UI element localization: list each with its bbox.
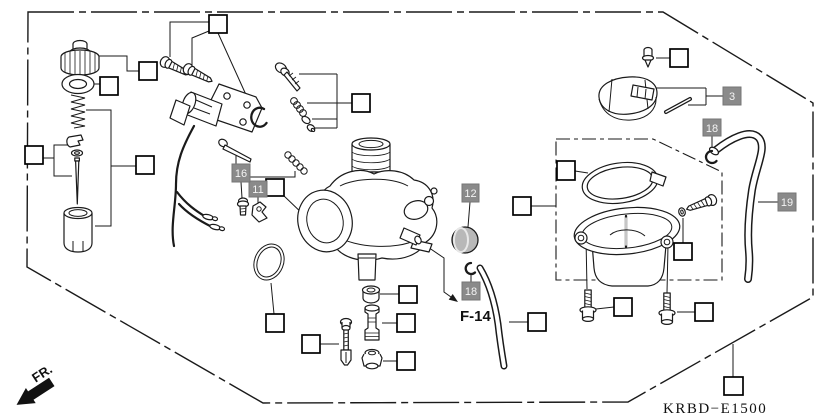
callout-box [398, 285, 418, 304]
callout-box-18b [702, 118, 722, 137]
callout-box-18 [461, 281, 481, 301]
callout-label-19: 19 [781, 197, 793, 209]
callout-label-12: 12 [464, 188, 476, 200]
callout-box [396, 351, 416, 371]
float-pin [664, 97, 692, 114]
float-chamber [573, 206, 681, 287]
callout-label-11: 11 [252, 184, 263, 196]
unnumbered-callouts [24, 14, 744, 396]
assembly-border [26, 11, 814, 404]
link-screw [236, 197, 250, 216]
valve-mount-screws [157, 54, 216, 87]
callout-label-16: 16 [235, 168, 247, 180]
float-valve [641, 46, 655, 68]
callout-box [527, 312, 547, 332]
callout-box-11 [248, 180, 268, 198]
main-jet-parts [361, 285, 383, 370]
callout-box-16 [231, 163, 251, 183]
callout-label-3: 3 [729, 91, 735, 103]
float [598, 76, 658, 121]
pilot-screw [339, 317, 353, 366]
float-chamber-set-box [555, 138, 723, 281]
callout-box [208, 14, 228, 34]
valve-lead-wire [171, 124, 226, 248]
needle-clip-set [66, 134, 84, 205]
figure-reference-label: F-14 [460, 308, 492, 325]
callout-box [351, 93, 371, 113]
throttle-spring [70, 94, 86, 129]
callout-box [556, 160, 576, 181]
leader-lines [43, 21, 779, 377]
callout-box [138, 61, 158, 81]
float-chamber-gasket [581, 161, 667, 205]
chamber-drain-screw [684, 192, 719, 216]
callout-box-12 [461, 183, 480, 203]
front-direction: FR. [16, 361, 55, 405]
figure-ref-arrowhead-icon [448, 294, 458, 302]
drain-hose [708, 130, 766, 283]
hose-clip [704, 149, 718, 165]
diagram-code: KRBD−E1500 [663, 401, 767, 417]
bullet-connector [209, 223, 226, 232]
callout-box [673, 242, 693, 261]
callout-box [265, 178, 285, 197]
fuel-tube [476, 264, 508, 370]
throttle-stop-screw-set [274, 62, 316, 133]
drain-screw-oring [678, 207, 686, 217]
callout-box [694, 302, 714, 322]
callout-box [669, 48, 689, 68]
tube-clip [464, 261, 477, 276]
throttle-valve-cylinder [63, 206, 93, 253]
callout-box [396, 313, 416, 333]
figure-ref-leader [418, 240, 452, 298]
throttle-link [251, 201, 268, 223]
callout-label-18: 18 [465, 286, 477, 298]
sealing-cap [451, 226, 479, 254]
numbered-callouts: 3 11 12 16 18 18 19 [231, 86, 797, 301]
control-valve-assembly [169, 83, 263, 133]
callout-box [613, 297, 633, 317]
cap-seal-ring [61, 73, 95, 95]
snap-ring [250, 106, 268, 128]
callout-box [512, 196, 532, 216]
o-ring [253, 243, 285, 281]
callout-box [723, 376, 744, 396]
callout-box [135, 155, 155, 175]
callout-box-19 [777, 192, 797, 212]
carburetor-top-cap [60, 39, 100, 76]
callout-box [24, 145, 44, 165]
callout-box-3 [722, 86, 742, 106]
carburetor-body [297, 137, 438, 281]
callout-label-18b: 18 [706, 123, 718, 135]
front-arrow-icon [16, 377, 55, 405]
bullet-connector [202, 213, 219, 222]
callout-box [301, 334, 321, 354]
callout-box [265, 313, 285, 333]
callout-box [99, 76, 119, 96]
jet-needle-set [218, 138, 308, 175]
